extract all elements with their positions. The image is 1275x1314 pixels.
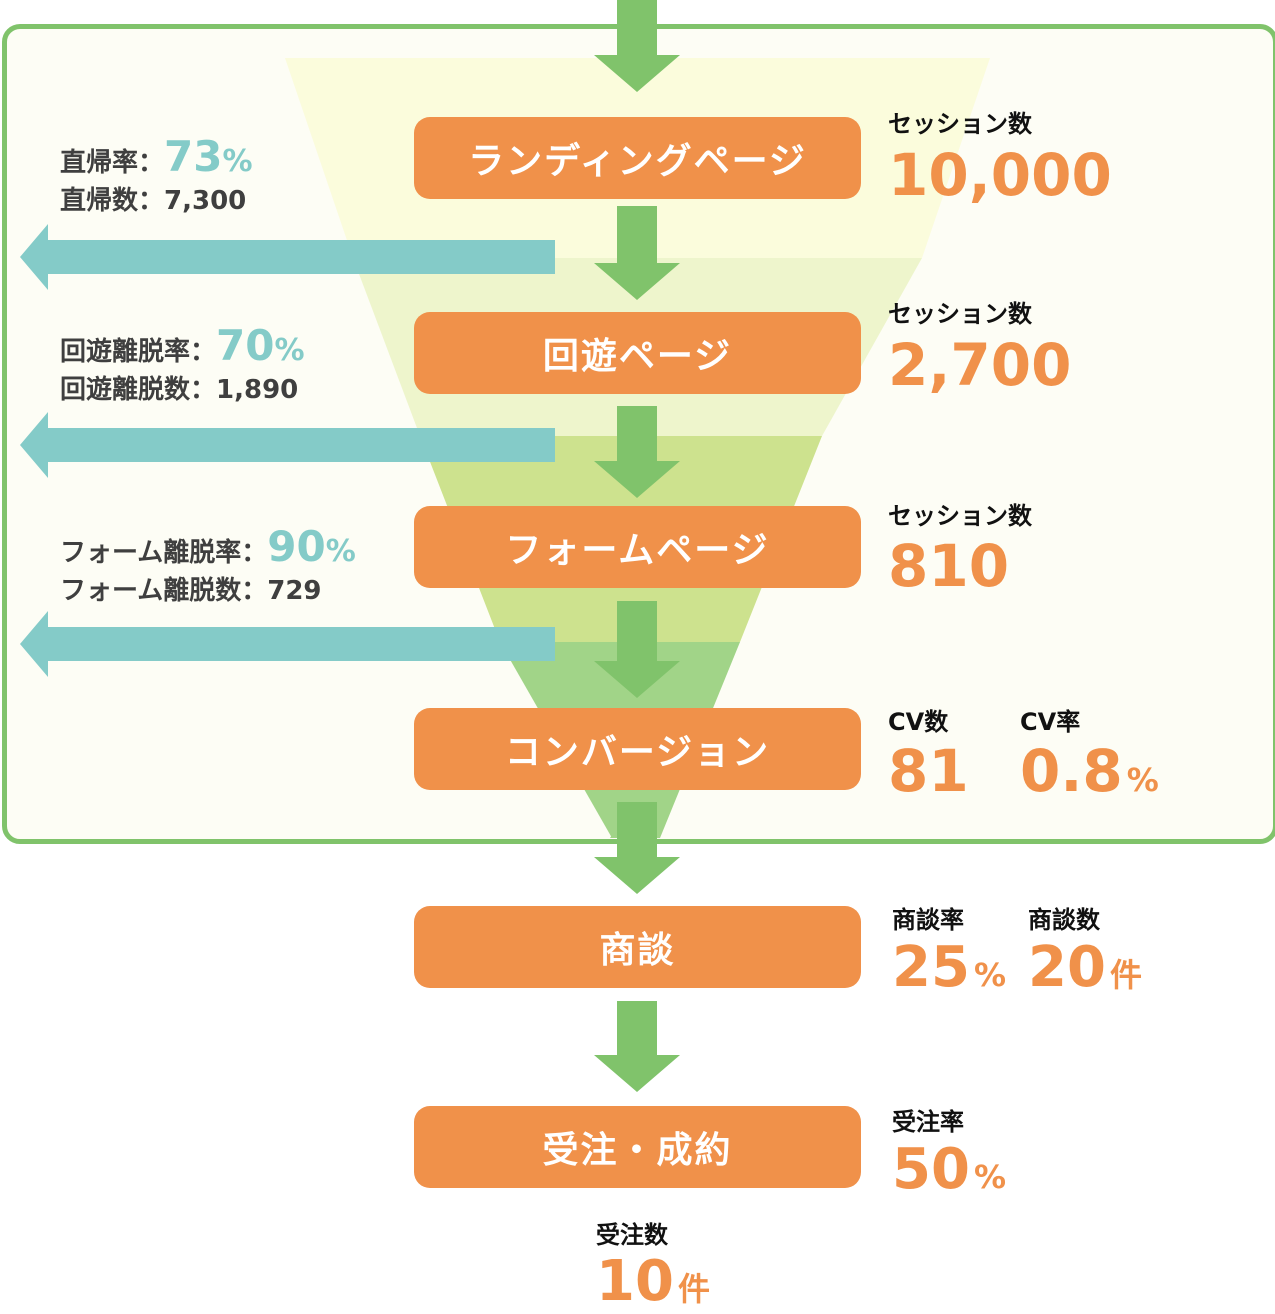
metric-label: セッション数 — [888, 300, 1032, 328]
metric-label: セッション数 — [888, 502, 1032, 530]
form-exit-rate: フォーム離脱率：90% — [60, 522, 356, 571]
stage-label: ランディングページ — [468, 141, 807, 182]
metric-value: 2,700 — [888, 331, 1072, 399]
stage-conversion: コンバージョン — [414, 708, 861, 790]
browse-exit-rate: 回遊離脱率：70% — [60, 321, 305, 370]
metric-value: 10,000 — [888, 141, 1112, 209]
cv-rate-value: 0.8% — [1020, 737, 1159, 805]
bounce-rate: 直帰率：73% — [60, 132, 253, 181]
stage-label: 商談 — [599, 930, 676, 971]
stage-label: 回遊ページ — [542, 336, 733, 377]
bounce-count: 直帰数：7,300 — [60, 186, 247, 216]
stage-form-page: フォームページ — [414, 506, 861, 588]
stage-browse-page: 回遊ページ — [414, 312, 861, 394]
stage-label: フォームページ — [505, 530, 770, 571]
cv-rate-label: CV率 — [1020, 708, 1081, 736]
exit-arrow-icon — [20, 224, 555, 677]
browse-exit-count: 回遊離脱数：1,890 — [60, 375, 299, 405]
metric-label: セッション数 — [888, 110, 1032, 138]
metric-value: 810 — [888, 532, 1010, 600]
negotiation-rate-label: 商談率 — [892, 906, 964, 934]
order-rate-value: 50% — [892, 1137, 1006, 1202]
down-arrow-icon — [594, 0, 680, 1092]
cv-count-label: CV数 — [888, 708, 949, 736]
stage-label: コンバージョン — [504, 732, 771, 773]
order-count-label: 受注数 — [596, 1221, 668, 1249]
stage-negotiation: 商談 — [414, 906, 861, 988]
stage-label: 受注・成約 — [542, 1130, 733, 1171]
form-exit-count: フォーム離脱数：729 — [60, 576, 322, 606]
negotiation-rate-value: 25% — [892, 935, 1006, 1000]
stage-order: 受注・成約 — [414, 1106, 861, 1188]
stage-landing-page: ランディングページ — [414, 117, 861, 199]
cv-count-value: 81 — [888, 737, 969, 805]
order-rate-label: 受注率 — [892, 1108, 964, 1136]
negotiation-count-label: 商談数 — [1028, 906, 1100, 934]
